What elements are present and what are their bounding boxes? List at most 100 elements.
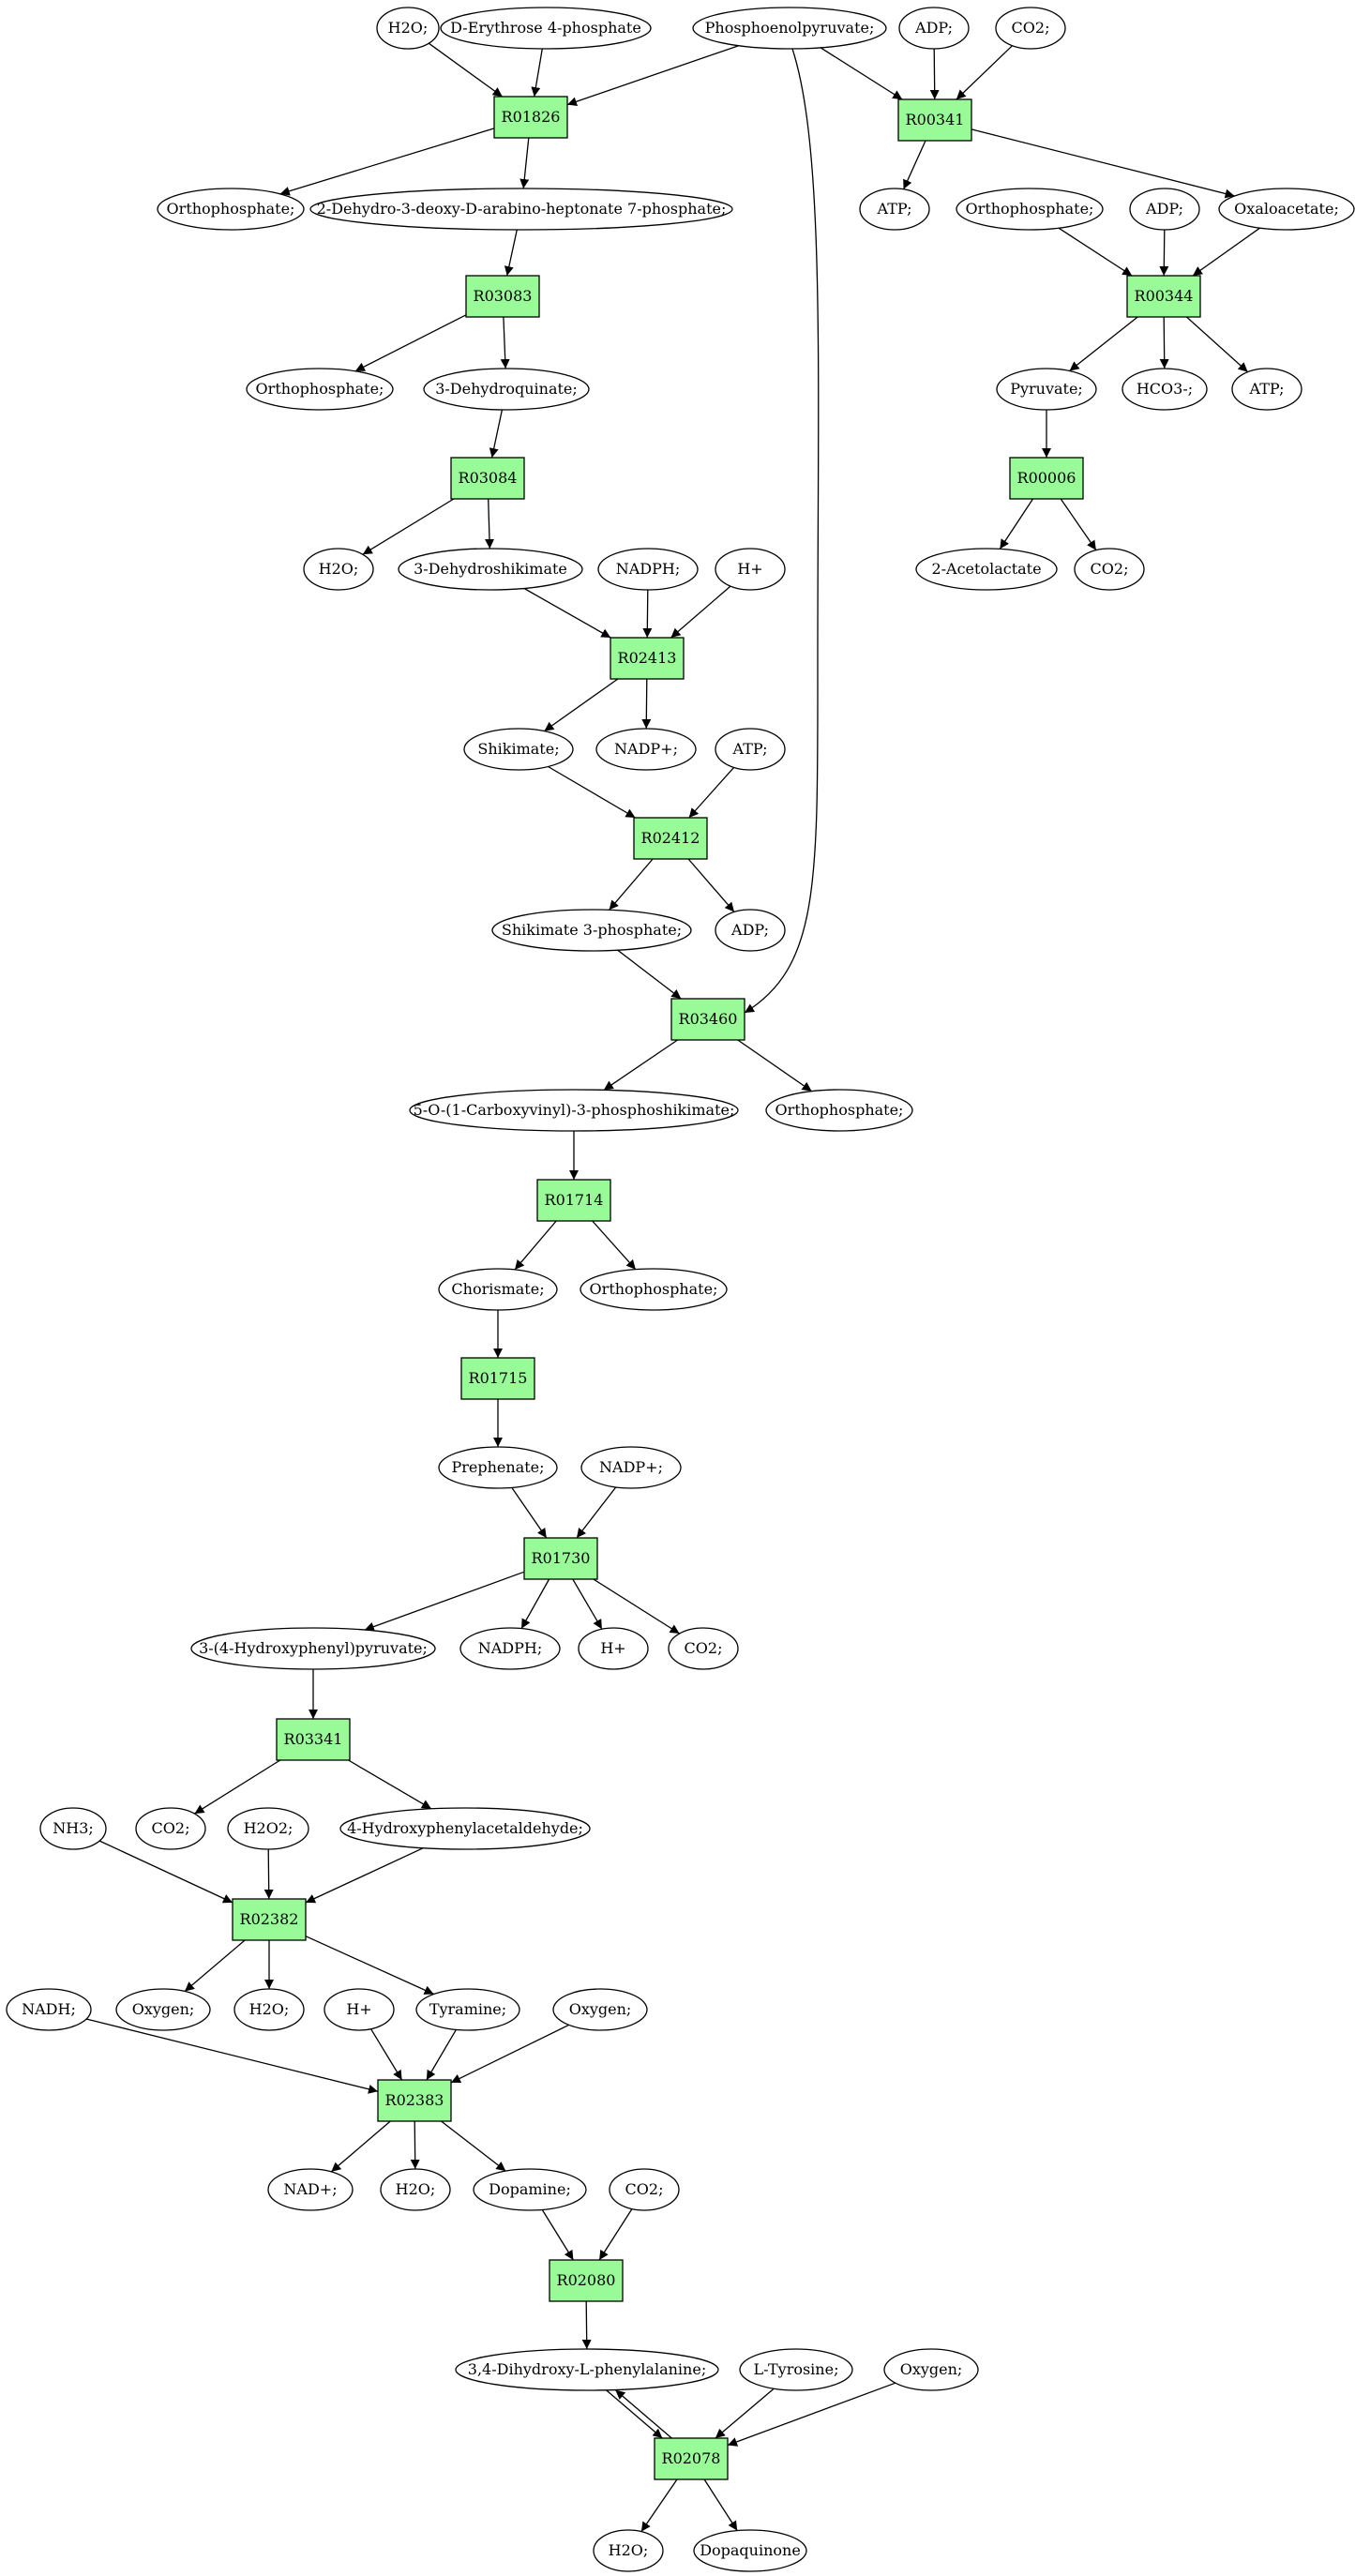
metabolite-node-m_e4p[interactable]: D-Erythrose 4-phosphate [440,7,652,50]
node-label: R01730 [532,1549,591,1567]
reaction-box [610,637,685,680]
metabolite-node-m_dopamine[interactable]: Dopamine; [473,2168,587,2211]
node-label: H2O; [388,19,429,37]
metabolite-node-m_nadp_2[interactable]: NADP+; [580,1446,682,1489]
metabolite-node-m_adp_1[interactable]: ADP; [898,7,970,50]
node-label: Orthophosphate; [256,380,384,398]
metabolite-node-m_o2_1[interactable]: Oxygen; [115,1988,211,2031]
node-label: R02383 [385,2091,444,2109]
reaction-node-r_R03460[interactable]: R03460 [670,998,745,1041]
metabolite-node-m_dhq[interactable]: 3-Dehydroquinate; [423,368,590,411]
reaction-node-r_R03341[interactable]: R03341 [276,1718,351,1761]
metabolite-node-m_o2_2[interactable]: Oxygen; [552,1988,648,2031]
reaction-node-r_R02412[interactable]: R02412 [633,817,708,860]
metabolite-node-m_co2_2[interactable]: CO2; [1074,548,1145,591]
metabolite-node-m_oaa[interactable]: Oxaloacetate; [1218,188,1355,231]
metabolite-node-m_chorismate[interactable]: Chorismate; [438,1268,558,1311]
metabolite-node-m_hplus_2[interactable]: H+ [578,1627,649,1670]
node-label: H2O; [249,2000,290,2018]
edge-m_atp_3-to-r_R02412 [688,766,735,819]
reaction-node-r_R03084[interactable]: R03084 [450,457,525,500]
reaction-node-r_R00006[interactable]: R00006 [1009,457,1084,500]
metabolite-node-m_adp_2[interactable]: ADP; [1129,188,1200,231]
edge-r_R01826-to-m_dahp [519,137,530,189]
reaction-node-r_R02080[interactable]: R02080 [549,2259,624,2302]
metabolite-node-m_h2o_1[interactable]: H2O; [376,7,440,50]
metabolite-node-m_pi_3[interactable]: Orthophosphate; [246,368,394,411]
edge-r_R01714-to-m_chorismate [514,1220,557,1271]
metabolite-node-m_co2_1[interactable]: CO2; [995,7,1066,50]
node-label: HCO3-; [1137,380,1193,398]
metabolite-ellipse [883,2348,979,2391]
edge-m_dhq-to-r_R03084 [489,409,504,459]
node-label: Shikimate; [477,740,559,758]
node-label: Dopaquinone [700,2541,801,2559]
reaction-node-r_R01715[interactable]: R01715 [460,1357,535,1400]
reaction-node-r_R01730[interactable]: R01730 [523,1537,598,1580]
metabolite-node-m_co2_3[interactable]: CO2; [668,1627,739,1670]
edge-m_pep-to-r_R00341 [820,47,903,100]
metabolite-node-m_shikimate[interactable]: Shikimate; [463,728,574,771]
metabolite-node-m_nadph_2[interactable]: NADPH; [459,1627,561,1670]
metabolite-node-m_pep[interactable]: Phosphoenolpyruvate; [692,7,887,50]
node-label: CO2; [1012,19,1050,37]
metabolite-node-m_nadph_1[interactable]: NADPH; [597,548,699,591]
metabolite-node-m_epsp[interactable]: 5-O-(1-Carboxyvinyl)-3-phosphoshikimate; [409,1089,739,1132]
metabolite-ellipse [715,728,786,771]
metabolite-node-m_s3p[interactable]: Shikimate 3-phosphate; [491,909,692,952]
node-label: Chorismate; [451,1280,544,1298]
reaction-node-r_R03083[interactable]: R03083 [465,275,540,318]
metabolite-node-m_atp_1[interactable]: ATP; [859,188,930,231]
reaction-node-r_R02383[interactable]: R02383 [377,2079,452,2122]
metabolite-node-m_atp_3[interactable]: ATP; [715,728,786,771]
metabolite-node-m_h2o_5[interactable]: H2O; [593,2529,664,2572]
metabolite-node-m_pi_5[interactable]: Orthophosphate; [580,1268,728,1311]
reaction-node-r_R00344[interactable]: R00344 [1126,275,1201,318]
metabolite-node-m_h2o_2[interactable]: H2O; [303,548,374,591]
reaction-node-r_R01714[interactable]: R01714 [536,1179,611,1222]
edge-m_s3p-to-r_R03460 [617,949,682,1000]
reaction-node-r_R00341[interactable]: R00341 [897,98,972,142]
metabolite-node-m_ldopa[interactable]: 3,4-Dihydroxy-L-phenylalanine; [455,2348,719,2391]
metabolite-node-m_o2_3[interactable]: Oxygen; [883,2348,979,2391]
reaction-box [276,1718,351,1761]
metabolite-node-m_h2o_4[interactable]: H2O; [380,2168,451,2211]
metabolite-node-m_tyrosine[interactable]: L-Tyrosine; [739,2348,853,2391]
metabolite-node-m_pi_2[interactable]: Orthophosphate; [956,188,1104,231]
edge-r_R01730-to-m_nadph_2 [520,1578,550,1629]
metabolite-node-m_pi_4[interactable]: Orthophosphate; [765,1089,913,1132]
metabolite-node-m_nad[interactable]: NAD+; [267,2168,354,2211]
metabolite-node-m_hplus_3[interactable]: H+ [324,1988,395,2031]
metabolite-node-m_hpa[interactable]: 4-Hydroxyphenylacetaldehyde; [339,1807,591,1850]
reaction-node-r_R02382[interactable]: R02382 [232,1898,307,1941]
metabolite-node-m_atp_2[interactable]: ATP; [1231,368,1302,411]
metabolite-node-m_pyr[interactable]: Pyruvate; [996,368,1097,411]
metabolite-node-m_adp_3[interactable]: ADP; [715,909,786,952]
metabolite-node-m_nh3[interactable]: NH3; [39,1807,107,1850]
node-label: ATP; [877,200,912,218]
metabolite-node-m_nadp_1[interactable]: NADP+; [595,728,697,771]
reaction-node-r_R02078[interactable]: R02078 [654,2437,729,2480]
metabolite-node-m_pi_1[interactable]: Orthophosphate; [157,188,305,231]
metabolite-node-m_hco3[interactable]: HCO3-; [1122,368,1208,411]
metabolite-ellipse [915,548,1058,591]
edge-m_co2_5-to-r_R02080 [598,2208,633,2261]
metabolite-node-m_hpp[interactable]: 3-(4-Hydroxyphenyl)pyruvate; [190,1627,436,1670]
metabolite-node-m_h2o2[interactable]: H2O2; [227,1807,309,1850]
metabolite-node-m_dahp[interactable]: 2-Dehydro-3-deoxy-D-arabino-heptonate 7-… [309,188,733,231]
reaction-node-r_R02413[interactable]: R02413 [610,637,685,680]
metabolite-node-m_co2_5[interactable]: CO2; [609,2168,680,2211]
edge-m_o2_3-to-r_R02078 [727,2382,896,2447]
metabolite-node-m_h2o_3[interactable]: H2O; [233,1988,305,2031]
metabolite-node-m_hplus_1[interactable]: H+ [715,548,786,591]
metabolite-node-m_acetolactate[interactable]: 2-Acetolactate [915,548,1058,591]
metabolite-node-m_prephenate[interactable]: Prephenate; [438,1446,558,1489]
metabolite-node-m_co2_4[interactable]: CO2; [135,1807,206,1850]
reaction-node-r_R01826[interactable]: R01826 [493,96,568,139]
metabolite-node-m_nadh[interactable]: NADH; [6,1988,92,2031]
node-label: R03084 [459,469,518,487]
metabolite-node-m_tyramine[interactable]: Tyramine; [415,1988,520,2031]
metabolite-ellipse [580,1446,682,1489]
metabolite-node-m_dhs[interactable]: 3-Dehydroshikimate [398,548,583,591]
metabolite-node-m_dopaquinone[interactable]: Dopaquinone [693,2529,807,2572]
